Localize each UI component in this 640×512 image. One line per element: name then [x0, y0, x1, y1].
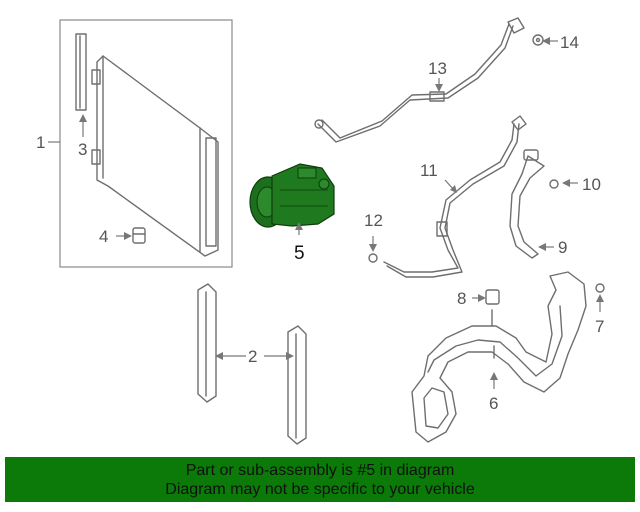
part-12-oring[interactable] [368, 253, 378, 263]
callout-14: 14 [560, 33, 579, 52]
callout-13: 13 [428, 59, 447, 78]
banner-line-1: Part or sub-assembly is #5 in diagram [185, 462, 455, 479]
callout-5: 5 [294, 243, 305, 264]
callout-3: 3 [78, 140, 87, 159]
part-2-brackets[interactable] [197, 283, 307, 445]
leader-lines [48, 37, 604, 389]
part-14-oring[interactable] [532, 34, 544, 46]
banner-line-2: Diagram may not be specific to your vehi… [165, 481, 475, 498]
callout-7: 7 [595, 317, 604, 336]
callout-1: 1 [36, 133, 45, 152]
part-8-cap[interactable] [485, 289, 500, 305]
callout-4: 4 [99, 227, 108, 246]
part-13-hose[interactable] [314, 17, 525, 143]
condenser-group-box [59, 19, 233, 268]
part-11-line[interactable] [383, 115, 527, 278]
part-3-dryer[interactable] [75, 33, 87, 111]
part-7-oring[interactable] [595, 283, 605, 293]
callout-12: 12 [364, 211, 383, 230]
callout-6: 6 [489, 394, 498, 413]
callout-8: 8 [457, 289, 466, 308]
callout-11: 11 [420, 161, 438, 180]
part-6-line-assembly[interactable] [411, 271, 587, 443]
part-5-compressor[interactable] [249, 163, 335, 228]
callout-10: 10 [582, 175, 601, 194]
part-1-condenser[interactable] [91, 55, 219, 257]
disclaimer-banner: Part or sub-assembly is #5 in diagram Di… [5, 457, 635, 502]
parts-diagram: 1 3 4 5 2 13 14 11 12 10 9 8 7 6 [36, 17, 605, 445]
callout-2: 2 [248, 347, 257, 366]
callout-9: 9 [558, 238, 567, 257]
part-4-plug[interactable] [132, 227, 146, 244]
part-10-oring[interactable] [549, 179, 559, 189]
part-9-hose[interactable] [509, 149, 545, 259]
